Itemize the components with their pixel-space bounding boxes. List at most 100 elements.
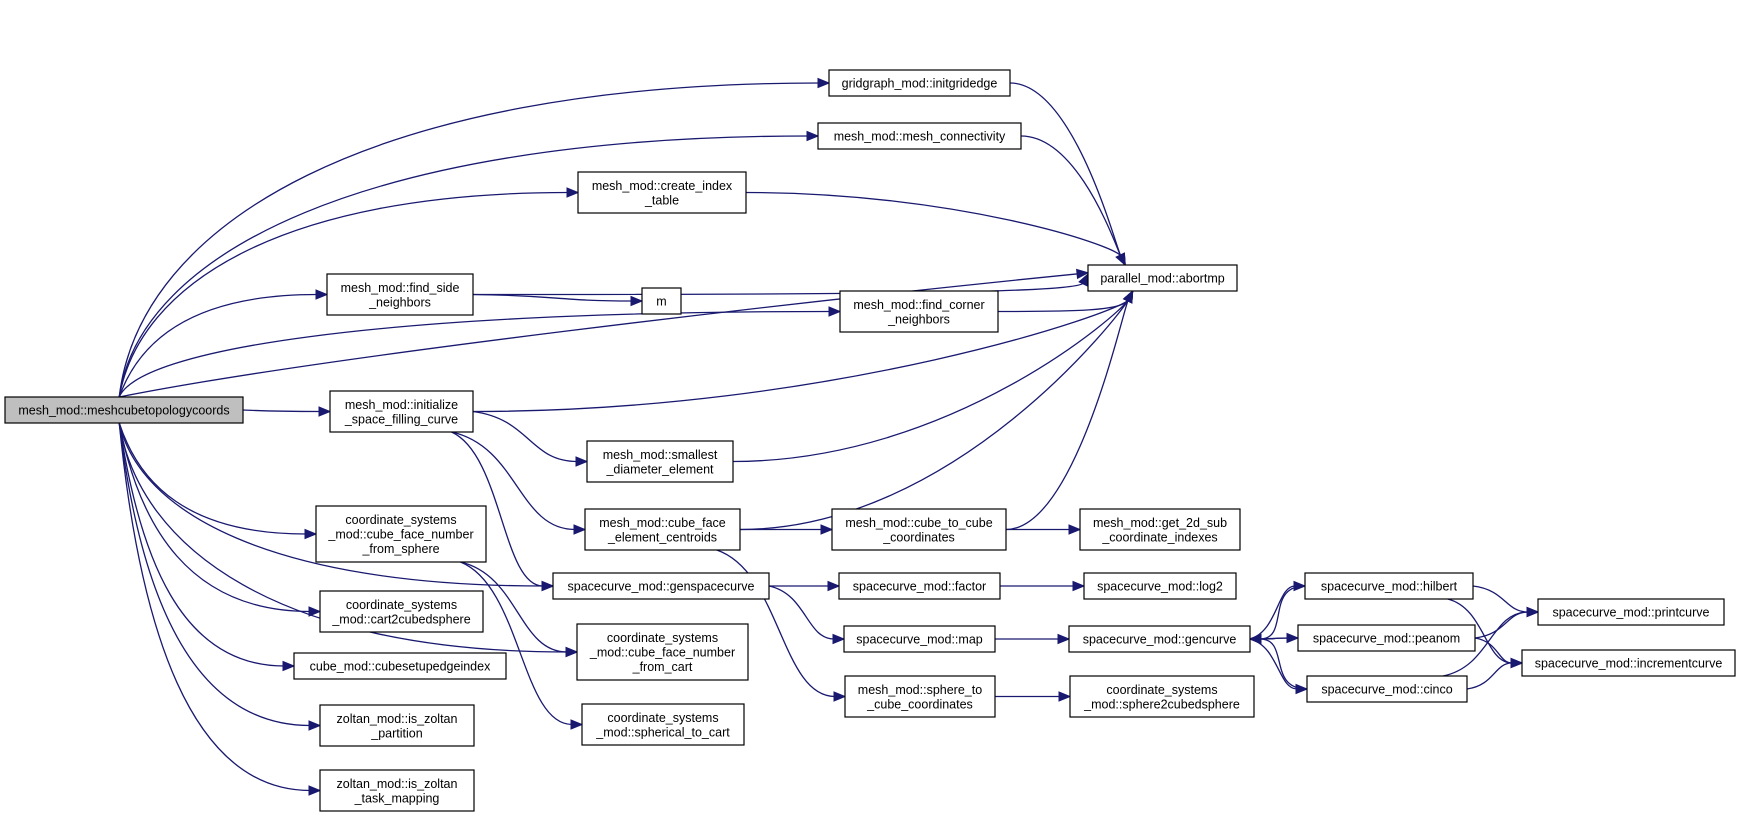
- edge-line: [118, 293, 318, 398]
- edge-arrowhead: [308, 720, 322, 731]
- node-cube-face-from-sphere[interactable]: coordinate_systems_mod::cube_face_number…: [315, 505, 487, 563]
- node-label: _mod::sphere2cubedsphere: [1083, 697, 1240, 711]
- edge-create-index-table-to-abortmp: [745, 191, 1126, 267]
- edge-line: [1447, 598, 1513, 664]
- node-initialize-sfc[interactable]: mesh_mod::initialize_space_filling_curve: [329, 390, 474, 433]
- edge-initgridedge-to-abortmp: [1009, 82, 1126, 267]
- edge-arrowhead: [318, 406, 332, 417]
- edge-line: [716, 549, 836, 698]
- edge-line: [472, 410, 578, 463]
- node-label: spacecurve_mod::printcurve: [1552, 606, 1709, 620]
- node-label: spacecurve_mod::genspacecurve: [568, 580, 755, 594]
- node-label: _space_filling_curve: [344, 412, 458, 426]
- node-label: mesh_mod::find_side: [341, 281, 460, 295]
- node-cube-face-centroids[interactable]: mesh_mod::cube_face_element_centroids: [584, 508, 741, 551]
- node-gencurve[interactable]: spacecurve_mod::gencurve: [1068, 625, 1251, 653]
- edge-root-to-initgridedge: [118, 77, 831, 398]
- node-smallest-diameter[interactable]: mesh_mod::smallest_diameter_element: [586, 440, 734, 483]
- edge-root-to-is-zoltan-task-mapping: [118, 422, 322, 796]
- node-mesh-connectivity[interactable]: mesh_mod::mesh_connectivity: [817, 122, 1022, 150]
- edge-cube-face-centroids-to-sphere-to-cube: [716, 549, 847, 702]
- node-label: spacecurve_mod::cinco: [1321, 683, 1452, 697]
- node-cube-to-cube[interactable]: mesh_mod::cube_to_cube_coordinates: [831, 508, 1007, 551]
- node-printcurve[interactable]: spacecurve_mod::printcurve: [1537, 598, 1725, 626]
- node-cubesetupedgeindex[interactable]: cube_mod::cubesetupedgeindex: [293, 652, 507, 680]
- edge-arrowhead: [630, 295, 644, 307]
- edge-root-to-abortmp: [119, 268, 1090, 398]
- node-label: cube_mod::cubesetupedgeindex: [310, 660, 491, 674]
- edge-line: [118, 422, 285, 667]
- node-incrementcurve[interactable]: spacecurve_mod::incrementcurve: [1521, 649, 1736, 677]
- node-spherical-to-cart[interactable]: coordinate_systems_mod::spherical_to_car…: [581, 703, 745, 746]
- node-label: mesh_mod::sphere_to: [858, 683, 982, 697]
- edge-line: [1005, 299, 1129, 531]
- node-box: [584, 508, 741, 551]
- node-box: [319, 590, 484, 633]
- node-label: mesh_mod::smallest: [603, 448, 718, 462]
- edge-line: [739, 299, 1129, 531]
- node-factor[interactable]: spacecurve_mod::factor: [838, 572, 1001, 600]
- edge-arrowhead: [806, 130, 820, 142]
- node-genspacecurve[interactable]: spacecurve_mod::genspacecurve: [552, 572, 770, 600]
- node-box: [315, 505, 487, 563]
- edge-arrowhead: [1115, 252, 1126, 267]
- node-peanom[interactable]: spacecurve_mod::peanom: [1297, 624, 1476, 652]
- node-label: coordinate_systems: [346, 598, 457, 612]
- node-cinco[interactable]: spacecurve_mod::cinco: [1306, 675, 1468, 703]
- edge-initialize-sfc-to-genspacecurve: [451, 431, 555, 592]
- node-box: [843, 625, 996, 653]
- edge-cube-to-cube-to-abortmp: [1005, 289, 1134, 531]
- node-cube-face-from-cart[interactable]: coordinate_systems_mod::cube_face_number…: [576, 623, 749, 681]
- edge-arrowhead: [573, 524, 587, 535]
- edge-cinco-to-gencurve: [1248, 633, 1308, 690]
- node-label: mesh_mod::find_corner: [853, 298, 984, 312]
- node-label: _mod::cube_face_number: [327, 528, 473, 542]
- node-box: [329, 390, 474, 433]
- edge-line: [119, 273, 1079, 398]
- edge-layer: [118, 77, 1540, 796]
- edge-arrowhead: [570, 719, 584, 730]
- node-log2[interactable]: spacecurve_mod::log2: [1083, 572, 1237, 600]
- node-label: coordinate_systems: [607, 711, 718, 725]
- node-is-zoltan-partition[interactable]: zoltan_mod::is_zoltan_partition: [319, 704, 475, 747]
- edge-line: [1259, 585, 1306, 640]
- node-is-zoltan-task-mapping[interactable]: zoltan_mod::is_zoltan_task_mapping: [319, 769, 475, 812]
- node-label: _from_sphere: [361, 542, 439, 556]
- node-label: _mod::spherical_to_cart: [595, 725, 730, 739]
- edge-arrowhead: [1058, 691, 1072, 702]
- node-label: mesh_mod::get_2d_sub: [1093, 516, 1227, 530]
- node-m[interactable]: m: [641, 287, 682, 315]
- node-label: coordinate_systems: [345, 513, 456, 527]
- edge-cube-face-from-sphere-to-cube-face-from-cart: [460, 561, 579, 658]
- edge-root-to-create-index-table: [118, 187, 580, 398]
- node-root[interactable]: mesh_mod::meshcubetopologycoords: [4, 396, 244, 424]
- edge-arrowhead: [1510, 657, 1524, 669]
- node-initgridedge[interactable]: gridgraph_mod::initgridedge: [828, 69, 1011, 97]
- edge-line: [1009, 82, 1122, 257]
- node-sphere-to-cube[interactable]: mesh_mod::sphere_to_cube_coordinates: [844, 675, 996, 718]
- edge-arrowhead: [833, 691, 847, 702]
- node-find-side-neighbors[interactable]: mesh_mod::find_side_neighbors: [326, 273, 474, 316]
- edge-gencurve-to-hilbert: [1249, 580, 1307, 640]
- node-get-2d-sub[interactable]: mesh_mod::get_2d_sub_coordinate_indexes: [1079, 508, 1241, 551]
- node-map[interactable]: spacecurve_mod::map: [843, 625, 996, 653]
- node-box: [577, 171, 747, 214]
- edge-line: [118, 82, 820, 398]
- node-cart2cubedsphere[interactable]: coordinate_systems_mod::cart2cubedsphere: [319, 590, 484, 633]
- edge-arrowhead: [304, 528, 318, 540]
- edge-arrowhead: [575, 456, 589, 467]
- edge-arrowhead: [308, 606, 322, 617]
- node-label: spacecurve_mod::map: [856, 633, 983, 647]
- node-box: [1297, 624, 1476, 652]
- node-sphere2cubedsphere[interactable]: coordinate_systems_mod::sphere2cubedsphe…: [1069, 675, 1255, 718]
- node-box: [4, 396, 244, 424]
- node-box: [1304, 572, 1474, 600]
- node-find-corner-neighbors[interactable]: mesh_mod::find_corner_neighbors: [839, 290, 999, 333]
- node-create-index-table[interactable]: mesh_mod::create_index_table: [577, 171, 747, 214]
- edge-arrowhead: [1248, 633, 1262, 645]
- node-hilbert[interactable]: spacecurve_mod::hilbert: [1304, 572, 1474, 600]
- node-box: [1079, 508, 1241, 551]
- node-abortmp[interactable]: parallel_mod::abortmp: [1087, 264, 1238, 292]
- node-box: [641, 287, 682, 315]
- node-label: _neighbors: [368, 295, 431, 309]
